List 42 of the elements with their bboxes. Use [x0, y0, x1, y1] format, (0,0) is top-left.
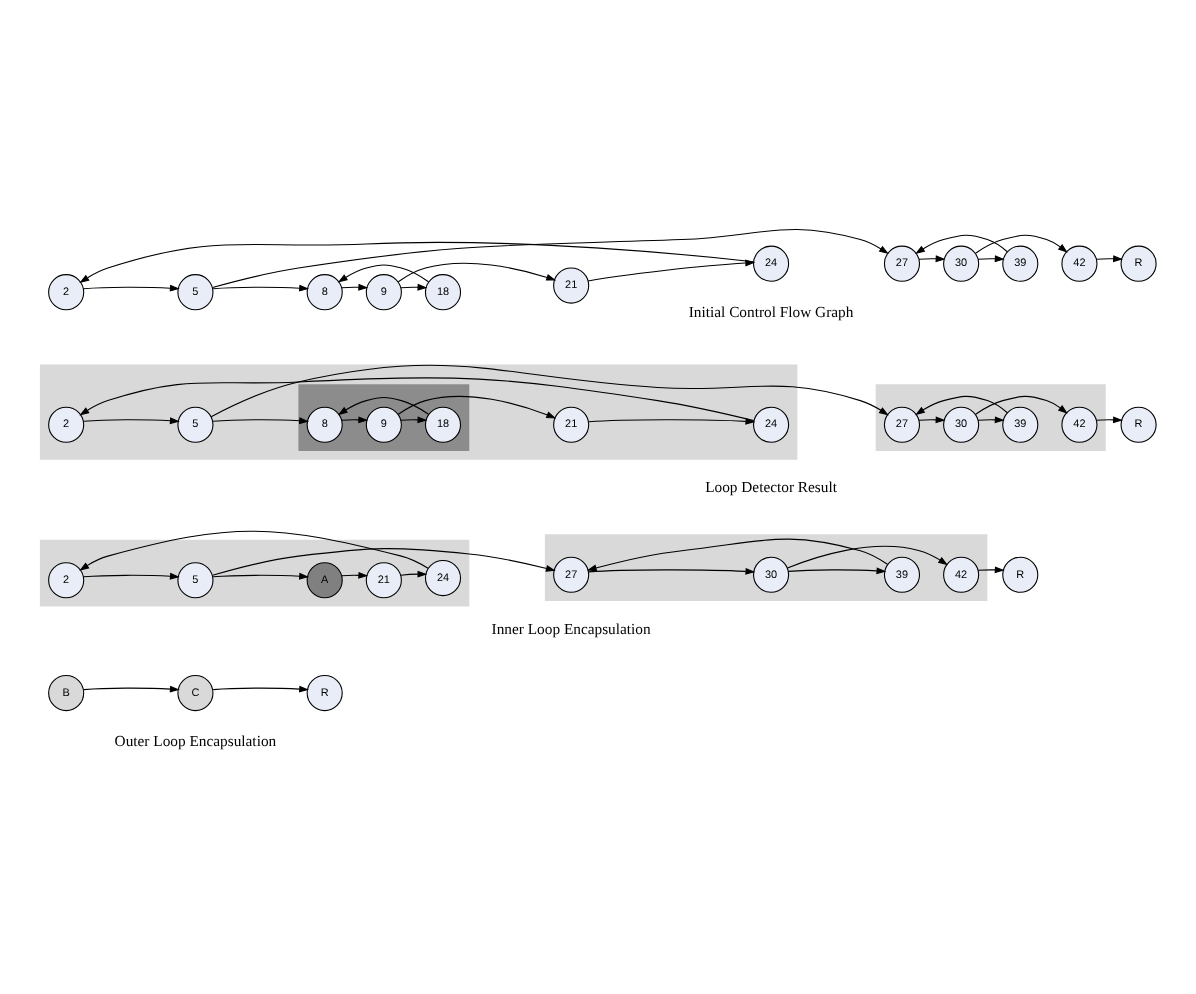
- arrow: [786, 545, 949, 569]
- arrow: [915, 395, 1008, 416]
- arrow: [977, 255, 1005, 263]
- arrow: [397, 395, 557, 419]
- label: Initial Control Flow Graph: [688, 303, 854, 322]
- arrow: [210, 364, 889, 418]
- arrow: [588, 417, 756, 425]
- arrow: [588, 567, 756, 575]
- arrow: [212, 417, 310, 425]
- label: Inner Loop Encapsulation: [491, 619, 651, 638]
- label: Outer Loop Encapsulation: [114, 732, 277, 751]
- arrow: [83, 685, 180, 693]
- arrow: [337, 396, 430, 416]
- arrow: [79, 241, 754, 283]
- arrow: [212, 284, 310, 292]
- arrow: [337, 264, 430, 283]
- arrow: [915, 234, 1008, 255]
- arrow: [918, 255, 946, 263]
- arrow: [212, 572, 310, 580]
- arrow: [975, 234, 1068, 254]
- arrow: [587, 259, 756, 282]
- arrow: [212, 685, 310, 693]
- arrow: [341, 416, 369, 424]
- arrow: [83, 417, 180, 425]
- arrow: [83, 284, 180, 292]
- arrow: [400, 570, 428, 578]
- arrow: [397, 262, 557, 283]
- arrow: [977, 416, 1005, 424]
- cluster: [39, 539, 470, 607]
- arrow: [79, 530, 429, 571]
- arrow: [918, 416, 946, 424]
- arrow: [79, 377, 755, 422]
- arrow: [586, 538, 889, 572]
- arrow: [1095, 416, 1123, 424]
- cluster: [39, 364, 798, 460]
- arrow: [83, 572, 180, 580]
- arrow: [977, 566, 1005, 574]
- arrow: [1095, 255, 1123, 263]
- label: Loop Detector Result: [705, 478, 837, 497]
- arrow: [975, 395, 1068, 415]
- arrow: [787, 567, 887, 575]
- arrow: [400, 416, 428, 424]
